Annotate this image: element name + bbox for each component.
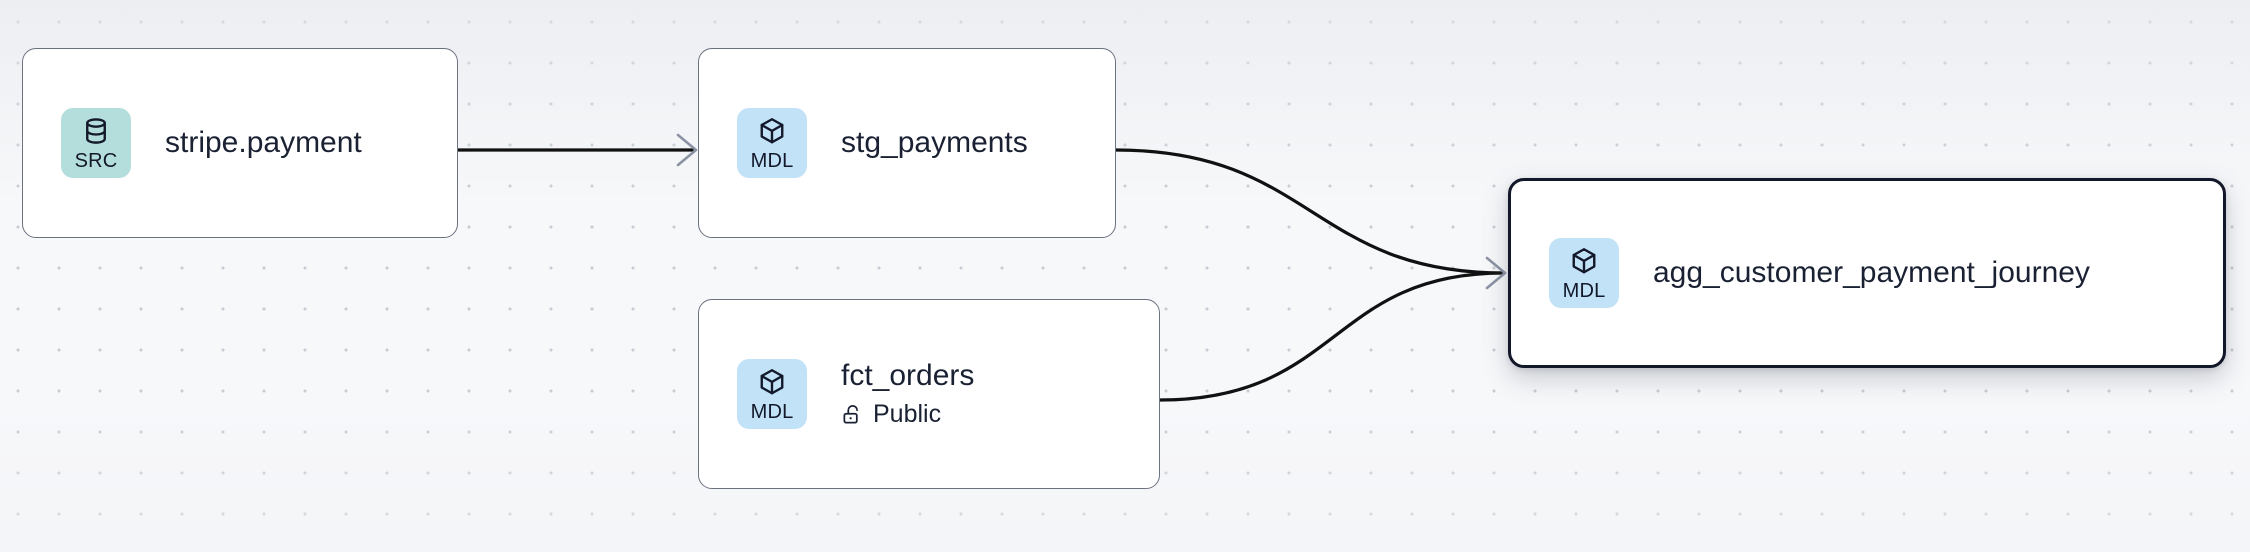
badge-label: SRC (74, 149, 118, 172)
node-title: fct_orders (841, 358, 975, 392)
badge-mdl: MDL (737, 359, 807, 429)
unlock-icon (841, 403, 864, 426)
database-icon (81, 116, 111, 146)
node-fct-orders[interactable]: MDL fct_orders Public (698, 299, 1160, 489)
node-body: fct_orders Public (841, 359, 974, 430)
edge-stg-to-agg[interactable] (1115, 148, 1505, 275)
badge-mdl: MDL (737, 108, 807, 178)
badge-label: MDL (750, 400, 794, 423)
badge-src: SRC (61, 108, 131, 178)
node-body: agg_customer_payment_journey (1653, 256, 2090, 290)
cube-icon (1569, 246, 1599, 276)
node-stripe-payment[interactable]: SRC stripe.payment (22, 48, 458, 238)
node-body: stripe.payment (165, 126, 362, 160)
arrowhead-icon-agg (1485, 256, 1507, 290)
node-body: stg_payments (841, 126, 1028, 160)
node-title: stripe.payment (165, 126, 362, 160)
arrowheads (676, 133, 1507, 290)
node-stg-payments[interactable]: MDL stg_payments (698, 48, 1116, 238)
cube-icon (757, 367, 787, 397)
badge-label: MDL (1562, 279, 1606, 302)
node-title: agg_customer_payment_journey (1653, 256, 2090, 290)
node-agg-customer-payment-journey[interactable]: MDL agg_customer_payment_journey (1508, 178, 2226, 368)
edges (458, 148, 1505, 402)
cube-icon (757, 116, 787, 146)
edge-fct-to-agg[interactable] (1159, 271, 1505, 402)
node-title: stg_payments (841, 126, 1028, 160)
visibility-label: Public (873, 400, 942, 429)
node-visibility: Public (841, 400, 974, 429)
badge-label: MDL (750, 149, 794, 172)
badge-mdl: MDL (1549, 238, 1619, 308)
arrowhead-icon-stg (676, 133, 698, 167)
